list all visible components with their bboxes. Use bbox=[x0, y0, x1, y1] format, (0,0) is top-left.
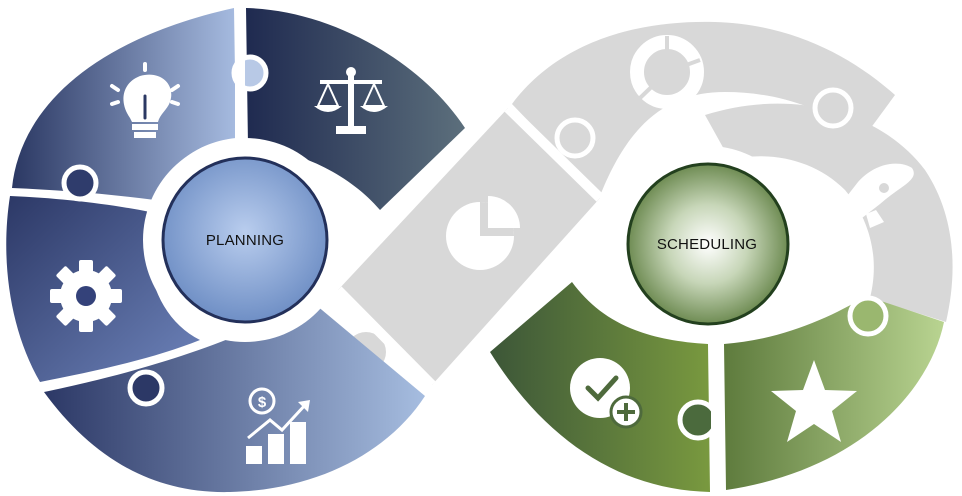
lightbulb-icon bbox=[110, 62, 180, 138]
upper-right-arc-segment bbox=[512, 21, 895, 197]
planning-hub bbox=[161, 156, 329, 324]
scales-of-justice-icon bbox=[314, 67, 388, 134]
star-icon bbox=[771, 360, 857, 442]
ring-chart-icon bbox=[630, 35, 704, 109]
segment-dividers bbox=[235, 0, 721, 496]
planning-hub-label: PLANNING bbox=[205, 232, 285, 249]
planning-segment-top-right bbox=[246, 8, 465, 210]
scheduling-hub bbox=[626, 162, 790, 326]
pie-chart-icon bbox=[446, 196, 520, 270]
planning-segment-bottom bbox=[44, 300, 425, 493]
svg-text:$: $ bbox=[258, 394, 267, 411]
money-growth-chart-icon: $ bbox=[246, 387, 310, 464]
right-arc-segment bbox=[705, 103, 953, 323]
gear-icon bbox=[50, 260, 122, 332]
scheduling-hub-label: SCHEDULING bbox=[656, 236, 758, 253]
rocket-icon bbox=[830, 163, 914, 230]
check-plus-icon bbox=[570, 358, 643, 429]
